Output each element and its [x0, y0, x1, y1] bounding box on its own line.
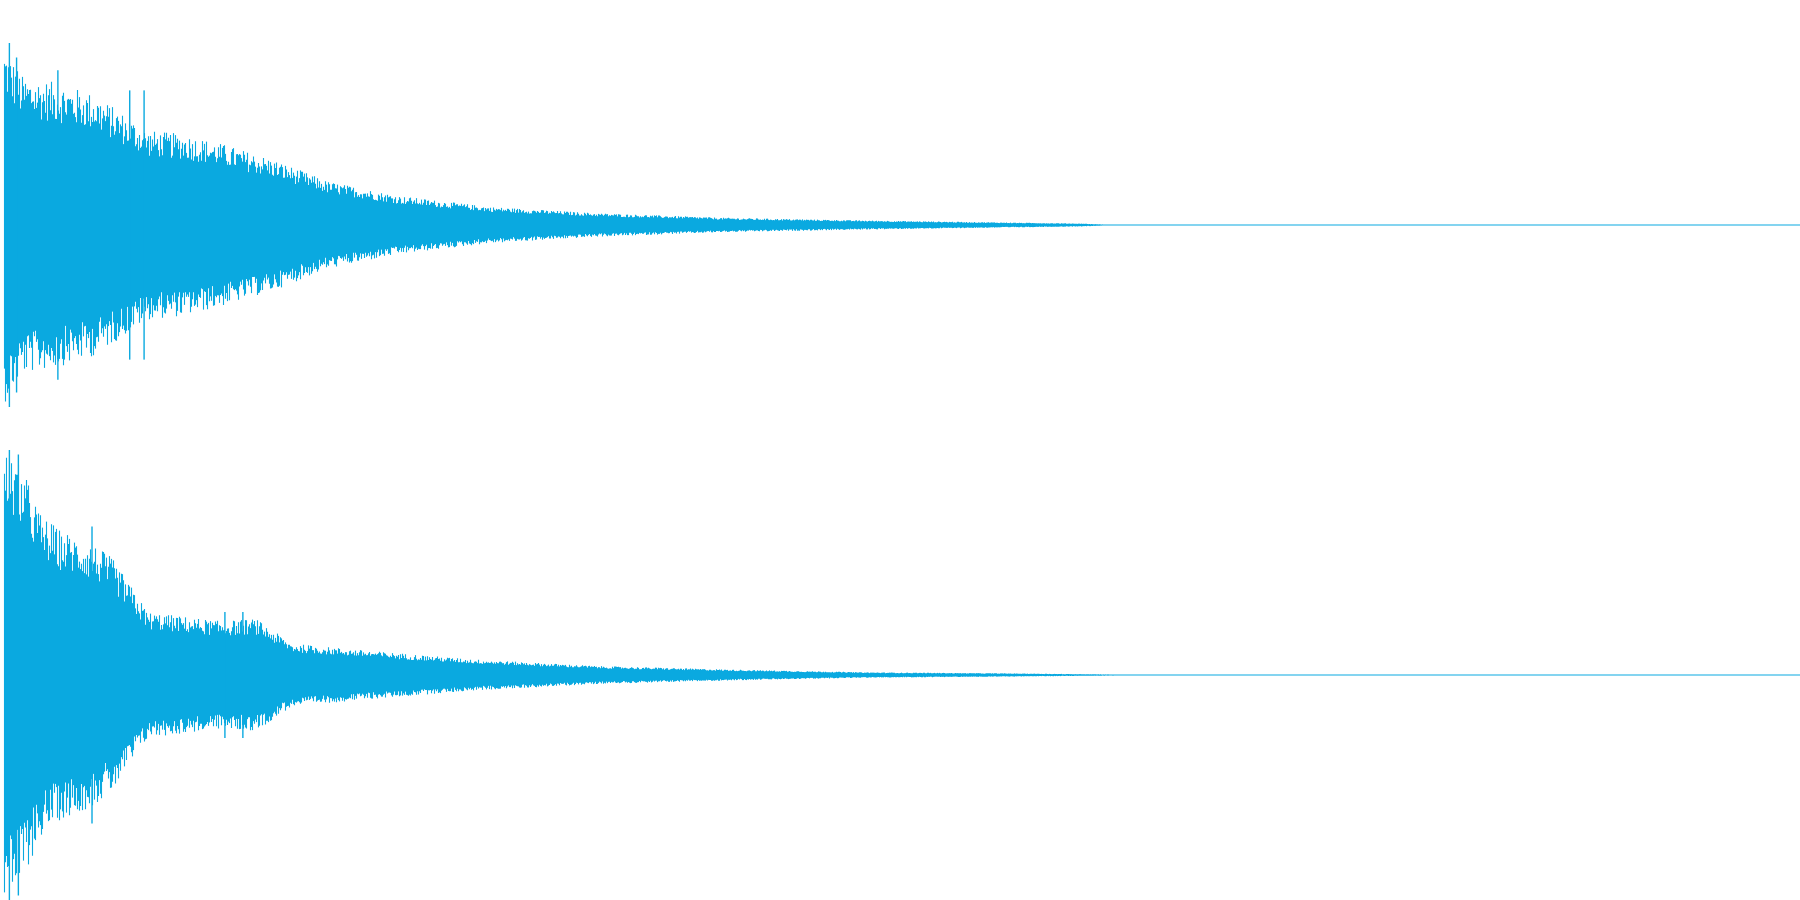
waveform-channel-2 [3, 450, 1800, 900]
waveform-body [3, 63, 1118, 402]
waveform-body [3, 457, 1167, 893]
waveform-channel-1 [3, 43, 1800, 407]
